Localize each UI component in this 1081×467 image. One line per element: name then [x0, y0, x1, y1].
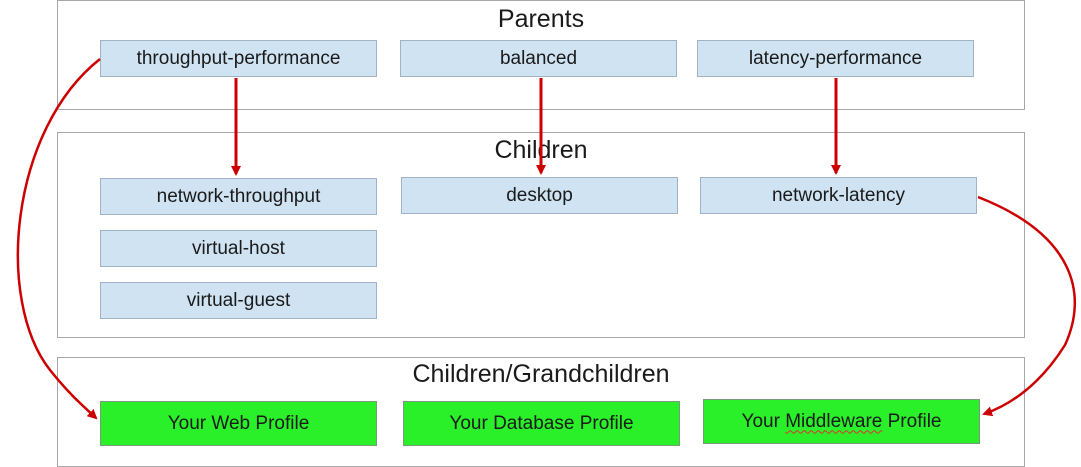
middleware-label-suffix: Profile — [882, 410, 942, 432]
node-your-web-profile: Your Web Profile — [100, 401, 377, 446]
node-balanced: balanced — [400, 40, 677, 77]
node-network-latency: network-latency — [700, 177, 977, 214]
grandchildren-panel-title: Children/Grandchildren — [412, 360, 670, 388]
parents-panel-title: Parents — [497, 5, 585, 33]
children-panel-title: Children — [494, 136, 588, 164]
node-desktop: desktop — [401, 177, 678, 214]
node-your-database-profile: Your Database Profile — [403, 401, 680, 446]
node-your-middleware-profile: Your Middleware Profile — [703, 399, 980, 444]
node-network-throughput: network-throughput — [100, 178, 377, 215]
node-virtual-guest: virtual-guest — [100, 282, 377, 319]
node-throughput-performance: throughput-performance — [100, 40, 377, 77]
middleware-label-word: Middleware — [785, 410, 883, 432]
node-latency-performance: latency-performance — [697, 40, 974, 77]
middleware-label-prefix: Your — [741, 410, 786, 432]
node-virtual-host: virtual-host — [100, 230, 377, 267]
